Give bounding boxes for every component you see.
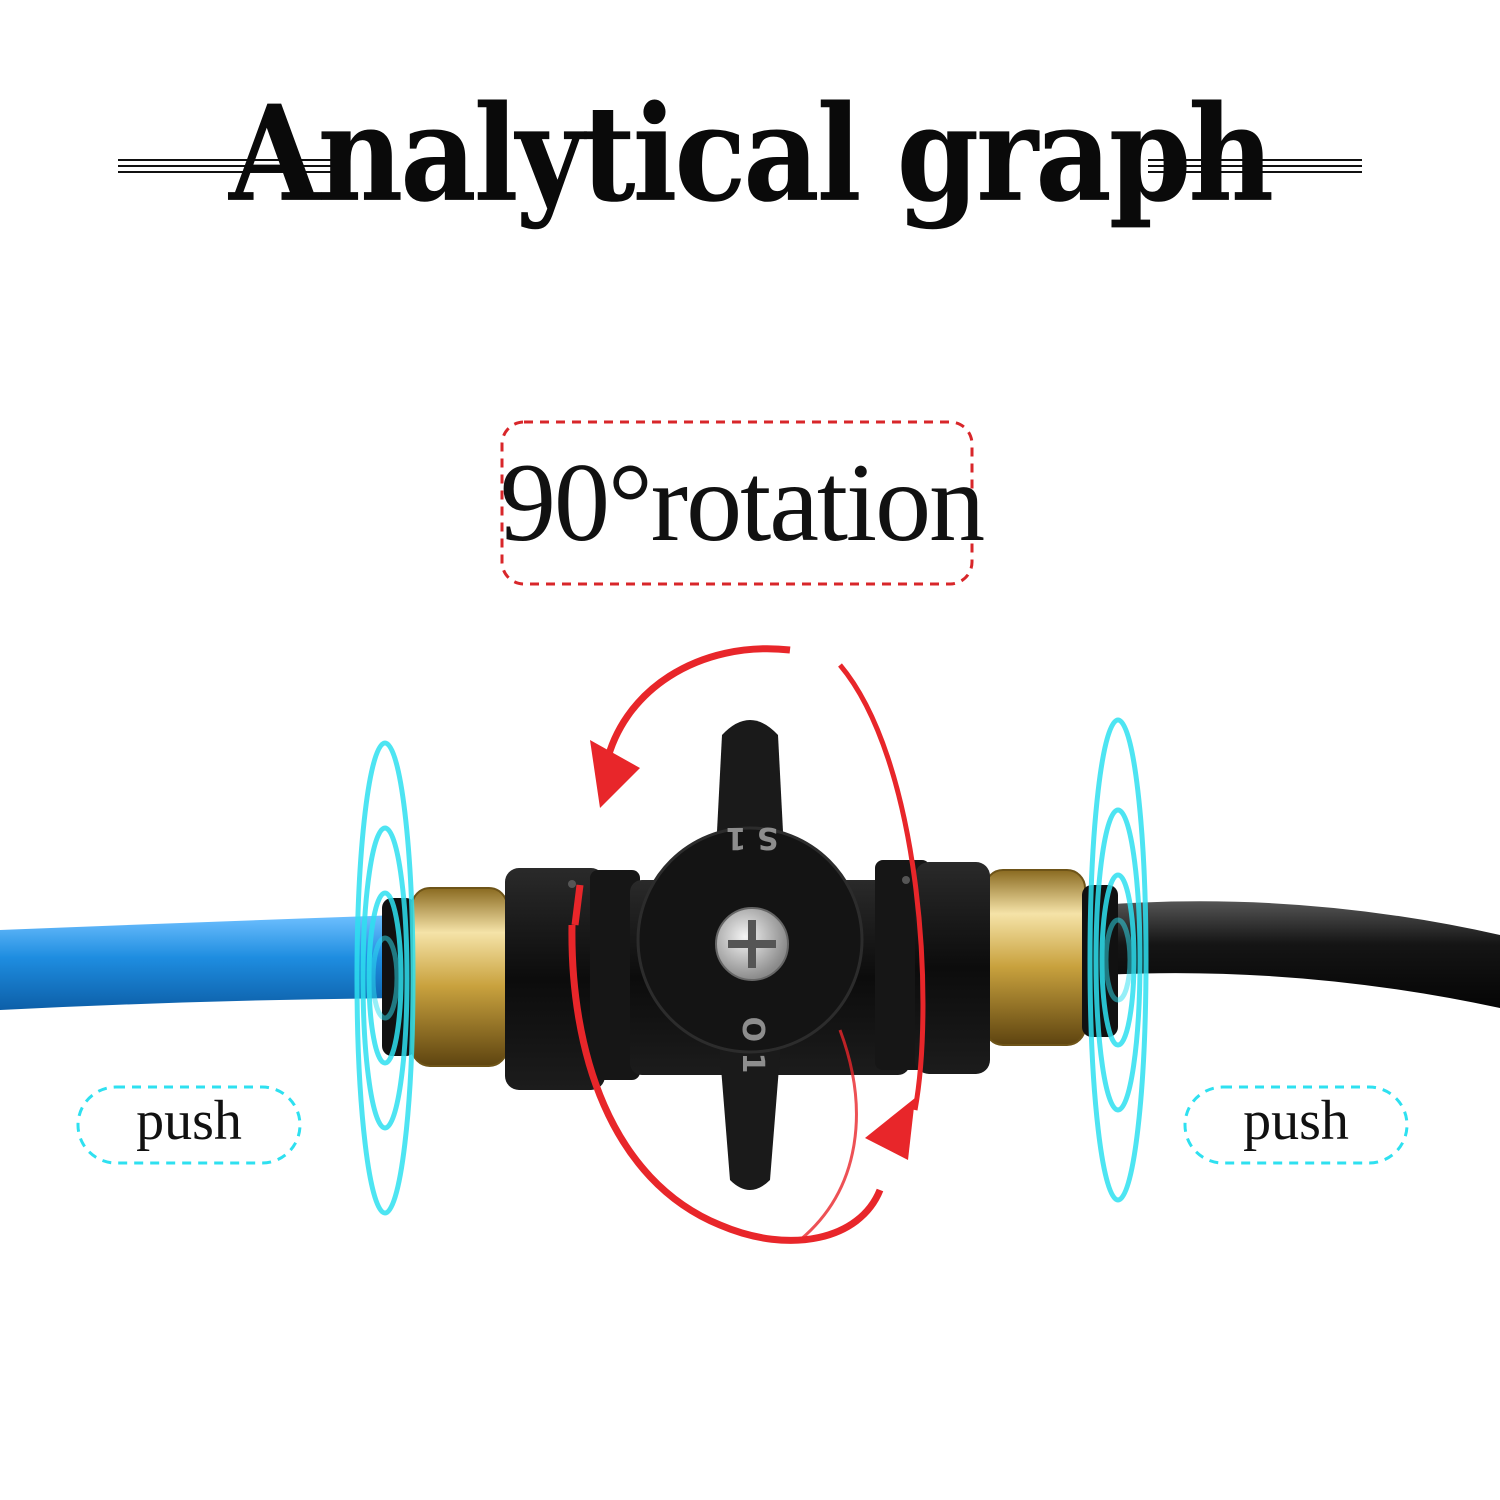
screw-icon [715, 907, 789, 981]
push-right-label: push [1243, 1090, 1349, 1152]
open-marking: S 1 [726, 820, 779, 855]
black-tube [1100, 901, 1500, 1008]
blue-tube [0, 915, 400, 1010]
rotation-arrow-icon [568, 645, 926, 1244]
push-ripple-icon [1087, 717, 1149, 1203]
title-rule-left [118, 159, 332, 173]
push-left-frame [76, 1085, 302, 1165]
push-left-label: push [136, 1090, 242, 1152]
right-brass-fitting [985, 870, 1085, 1045]
title-rule-right [1148, 159, 1362, 173]
rotation-label: 90°rotation [500, 441, 985, 565]
push-ripple-icon [354, 740, 416, 1216]
push-right-frame [1183, 1085, 1409, 1165]
left-brass-fitting [412, 888, 507, 1066]
closed-marking: O 1 [735, 1017, 770, 1074]
page-title: Analytical graph [228, 75, 1274, 232]
rotation-label-frame [500, 420, 974, 586]
